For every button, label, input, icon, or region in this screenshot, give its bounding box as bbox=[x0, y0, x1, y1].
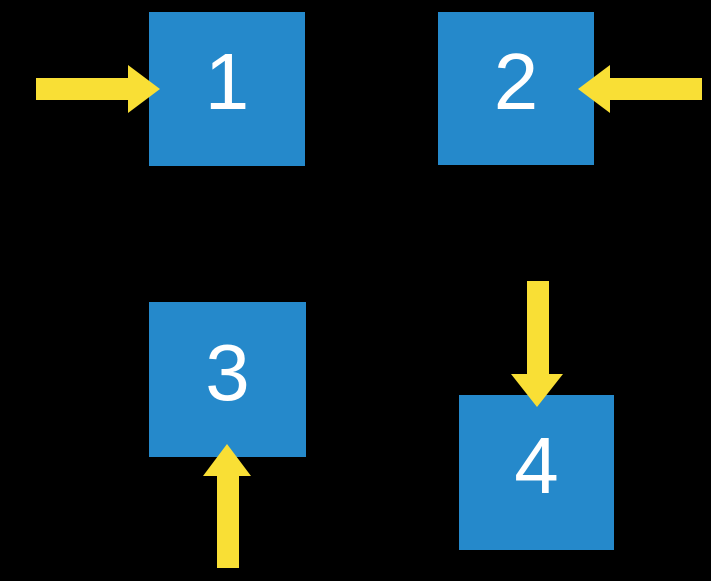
arrow-right-icon bbox=[36, 65, 160, 113]
square-3: 3 bbox=[149, 302, 306, 457]
arrow-down-icon bbox=[511, 281, 563, 407]
square-4-label: 4 bbox=[514, 420, 559, 510]
square-2-label: 2 bbox=[493, 36, 539, 126]
square-2: 2 bbox=[438, 12, 594, 165]
square-1: 1 bbox=[149, 12, 305, 166]
arrow-up-icon bbox=[203, 444, 251, 568]
arrow-left-icon bbox=[578, 65, 702, 113]
square-4: 4 bbox=[459, 395, 614, 550]
square-1-label: 1 bbox=[204, 37, 250, 126]
square-3-label: 3 bbox=[205, 327, 250, 417]
